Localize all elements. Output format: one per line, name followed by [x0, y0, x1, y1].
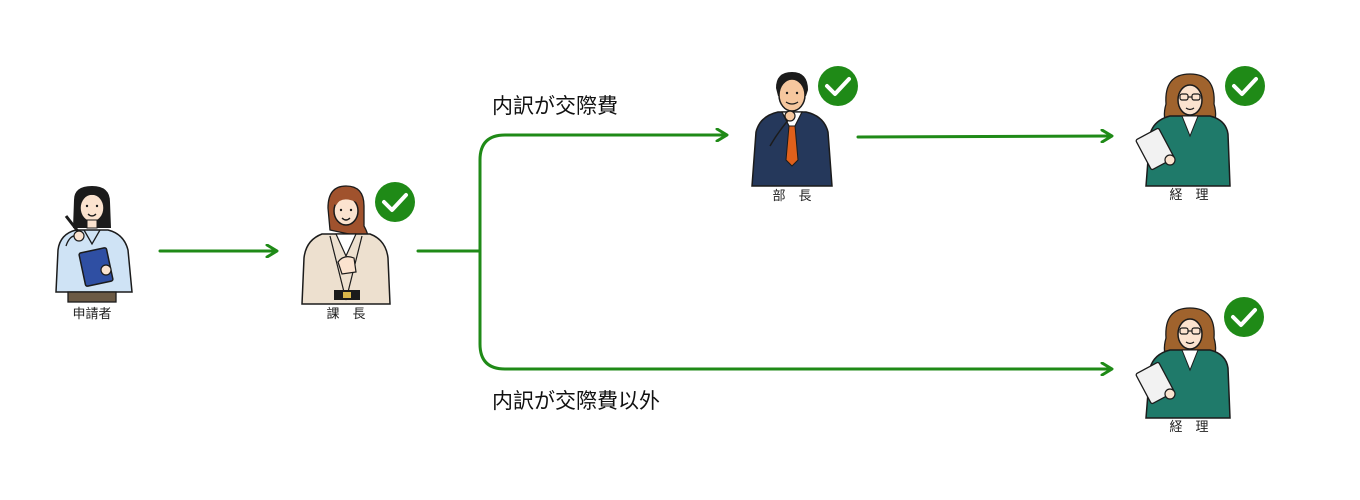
- node-section-chief: 課 長: [301, 182, 415, 322]
- flow-lines: [158, 135, 1111, 369]
- accounting-bottom-figure-icon: [1135, 307, 1231, 419]
- node-applicant: 申請者: [55, 186, 133, 322]
- check-circle-icon: [818, 66, 858, 106]
- node-accounting-bottom: 経 理: [1135, 297, 1264, 435]
- applicant-figure-icon: [55, 186, 133, 303]
- check-circle-icon: [1225, 66, 1265, 106]
- check-circle-icon: [1224, 297, 1264, 337]
- check-circle-icon: [375, 182, 415, 222]
- branch-label-lower: 内訳が交際費以外: [492, 389, 660, 413]
- department-head-figure-icon: [751, 72, 833, 187]
- node-department-head: 部 長: [751, 66, 858, 204]
- accounting-top-label: 経 理: [1169, 188, 1208, 203]
- arrow-branch-lower: [478, 249, 1111, 369]
- department-head-label: 部 長: [772, 189, 811, 204]
- section-chief-label: 課 長: [326, 306, 365, 322]
- section-chief-figure-icon: [301, 185, 391, 305]
- branch-label-upper: 内訳が交際費: [492, 94, 618, 118]
- accounting-top-figure-icon: [1135, 73, 1231, 187]
- node-accounting-top: 経 理: [1135, 66, 1265, 203]
- arrow-branch-upper: [478, 135, 726, 253]
- applicant-label: 申請者: [72, 307, 111, 322]
- arrow-head-to-accounting: [856, 136, 1111, 137]
- accounting-bottom-label: 経 理: [1169, 420, 1208, 435]
